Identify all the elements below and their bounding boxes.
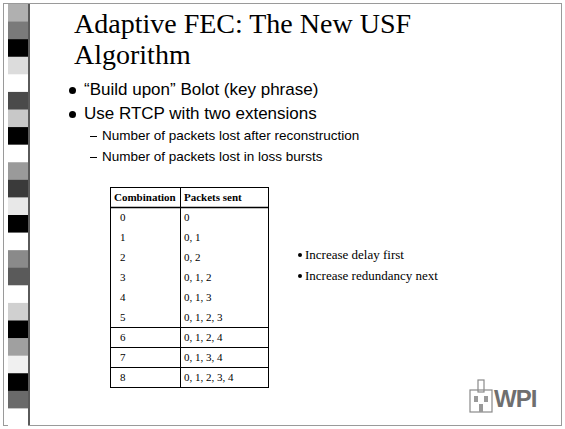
strip-block [8,391,28,409]
logo-building [470,380,492,412]
table-cell: 0, 1, 3 [184,290,212,304]
strip-block [8,74,28,92]
logo-text: WPI [494,385,536,413]
table-header: Combination [114,190,176,204]
table-cell: 0 [120,210,126,224]
slide-frame [4,4,562,426]
sub-bullet-text: Number of packets lost after reconstruct… [102,128,359,143]
table-cell: 0, 1 [184,230,201,244]
table-cell: 0, 2 [184,250,201,264]
table-cell: 6 [120,330,126,344]
table-grid [110,187,269,388]
strip-block [8,4,28,22]
strip-block [8,180,28,198]
bullet-dash [90,157,97,158]
strip-block [8,22,28,40]
sub-bullet-text: Number of packets lost in loss bursts [102,149,323,164]
strip-block [8,303,28,321]
strip-block [8,268,28,286]
table-cell: 0, 1, 2, 3, 4 [184,370,234,384]
bullet-dash [90,136,97,137]
strip-block [8,356,28,374]
table-cell: 0 [184,210,190,224]
bullet-dot [298,274,302,278]
table-cell: 3 [120,270,126,284]
strip-block [8,285,28,303]
strip-block [8,92,28,110]
table-cell: 1 [120,230,126,244]
strip-block [8,408,28,426]
strip-block [8,233,28,251]
strip-block [8,57,28,75]
strip-block [8,162,28,180]
side-note: Increase redundancy next [305,268,438,284]
strip-block [8,321,28,339]
strip-block [8,197,28,215]
strip-block [8,338,28,356]
bullet-dot [69,87,76,94]
bullet-text: “Build upon” Bolot (key phrase) [84,80,318,100]
strip-block [8,39,28,57]
table-cell: 4 [120,290,126,304]
bullet-dot [298,253,302,257]
strip-edge [28,4,30,425]
table-cell: 5 [120,310,126,324]
strip-block [8,373,28,391]
side-strip [8,4,30,427]
side-note: Increase delay first [305,247,404,263]
table-cell: 0, 1, 3, 4 [184,350,223,364]
strip-block [8,215,28,233]
bullet-text: Use RTCP with two extensions [84,104,317,124]
table-cell: 7 [120,350,126,364]
table-cell: 0, 1, 2, 3 [184,310,223,324]
table-cell: 8 [120,370,126,384]
table-header: Packets sent [184,190,242,204]
strip-block [8,110,28,128]
strip-block [8,250,28,268]
table-cell: 0, 1, 2 [184,270,212,284]
table-cell: 2 [120,250,126,264]
bullet-dot [69,111,76,118]
slide-title: Adaptive FEC: The New USF Algorithm [74,8,514,70]
table-cell: 0, 1, 2, 4 [184,330,223,344]
strip-block [8,145,28,163]
strip-block [8,127,28,145]
